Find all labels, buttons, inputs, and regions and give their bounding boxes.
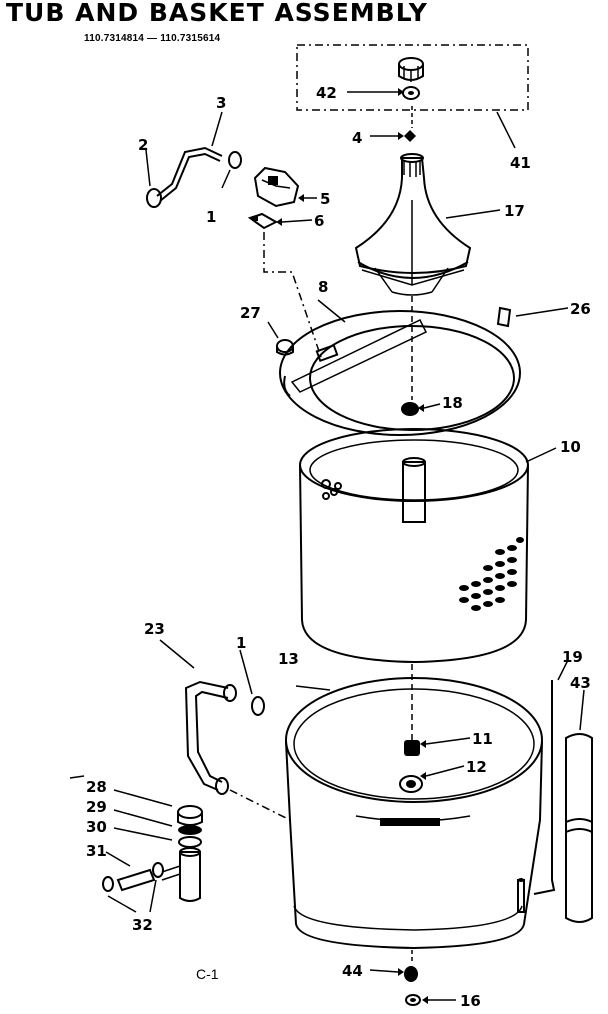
hose-part-23 xyxy=(159,639,291,821)
basket-part-10 xyxy=(299,428,557,664)
part-27 xyxy=(267,321,294,356)
callout-10: 10 xyxy=(560,438,581,456)
callout-19: 19 xyxy=(562,648,583,666)
callout-26: 26 xyxy=(570,300,591,318)
part-12 xyxy=(399,765,465,793)
page-title: TUB AND BASKET ASSEMBLY xyxy=(6,0,428,27)
callout-29: 29 xyxy=(86,798,107,816)
callout-43: 43 xyxy=(570,674,591,692)
part-26 xyxy=(496,306,569,328)
figure-label: C-1 xyxy=(196,966,219,982)
hose-part-3 xyxy=(156,111,223,202)
callout-41: 41 xyxy=(510,154,531,172)
callout-8: 8 xyxy=(318,278,328,296)
bolt-part-4 xyxy=(370,130,416,142)
cylinder-part-43 xyxy=(565,689,593,923)
basket-perforations xyxy=(459,537,524,611)
callout-17: 17 xyxy=(504,202,525,220)
rod-part-19 xyxy=(533,659,569,895)
callout-42: 42 xyxy=(316,84,337,102)
callout-23: 23 xyxy=(144,620,165,638)
callout-44: 44 xyxy=(342,962,363,980)
callout-28: 28 xyxy=(86,778,107,796)
callout-4: 4 xyxy=(352,129,362,147)
callout-5: 5 xyxy=(320,190,330,208)
model-numbers: 110.7314814 — 110.7315614 xyxy=(84,33,221,44)
clamp-part-1-lower xyxy=(239,649,265,716)
part-44 xyxy=(369,950,418,982)
callout-30: 30 xyxy=(86,818,107,836)
callout-1-upper: 1 xyxy=(206,208,216,226)
pump-inlet-parts xyxy=(69,775,203,913)
callout-12: 12 xyxy=(466,758,487,776)
agitator-cap-part xyxy=(398,57,424,82)
callout-1-lower: 1 xyxy=(236,634,246,652)
kit-box-41 xyxy=(296,44,529,149)
clamp-part-2 xyxy=(145,149,162,208)
outer-tub-part-13 xyxy=(285,677,543,950)
callout-2: 2 xyxy=(138,136,148,154)
callout-3: 3 xyxy=(216,94,226,112)
nut-part-18 xyxy=(401,402,441,416)
callout-11: 11 xyxy=(472,730,493,748)
seal-part-42 xyxy=(347,86,420,100)
callout-32: 32 xyxy=(132,916,153,934)
tub-ring-part-8 xyxy=(279,299,521,436)
callout-27: 27 xyxy=(240,304,261,322)
callout-18: 18 xyxy=(442,394,463,412)
bracket-part-6 xyxy=(247,212,313,230)
callout-6: 6 xyxy=(314,212,324,230)
callout-13: 13 xyxy=(278,650,299,668)
valve-part-5 xyxy=(253,166,317,208)
callout-31: 31 xyxy=(86,842,107,860)
clamp-part-1-upper xyxy=(221,151,242,189)
agitator-part-17 xyxy=(354,153,501,296)
callout-16: 16 xyxy=(460,992,481,1010)
part-11 xyxy=(404,737,471,756)
part-16 xyxy=(405,994,456,1006)
